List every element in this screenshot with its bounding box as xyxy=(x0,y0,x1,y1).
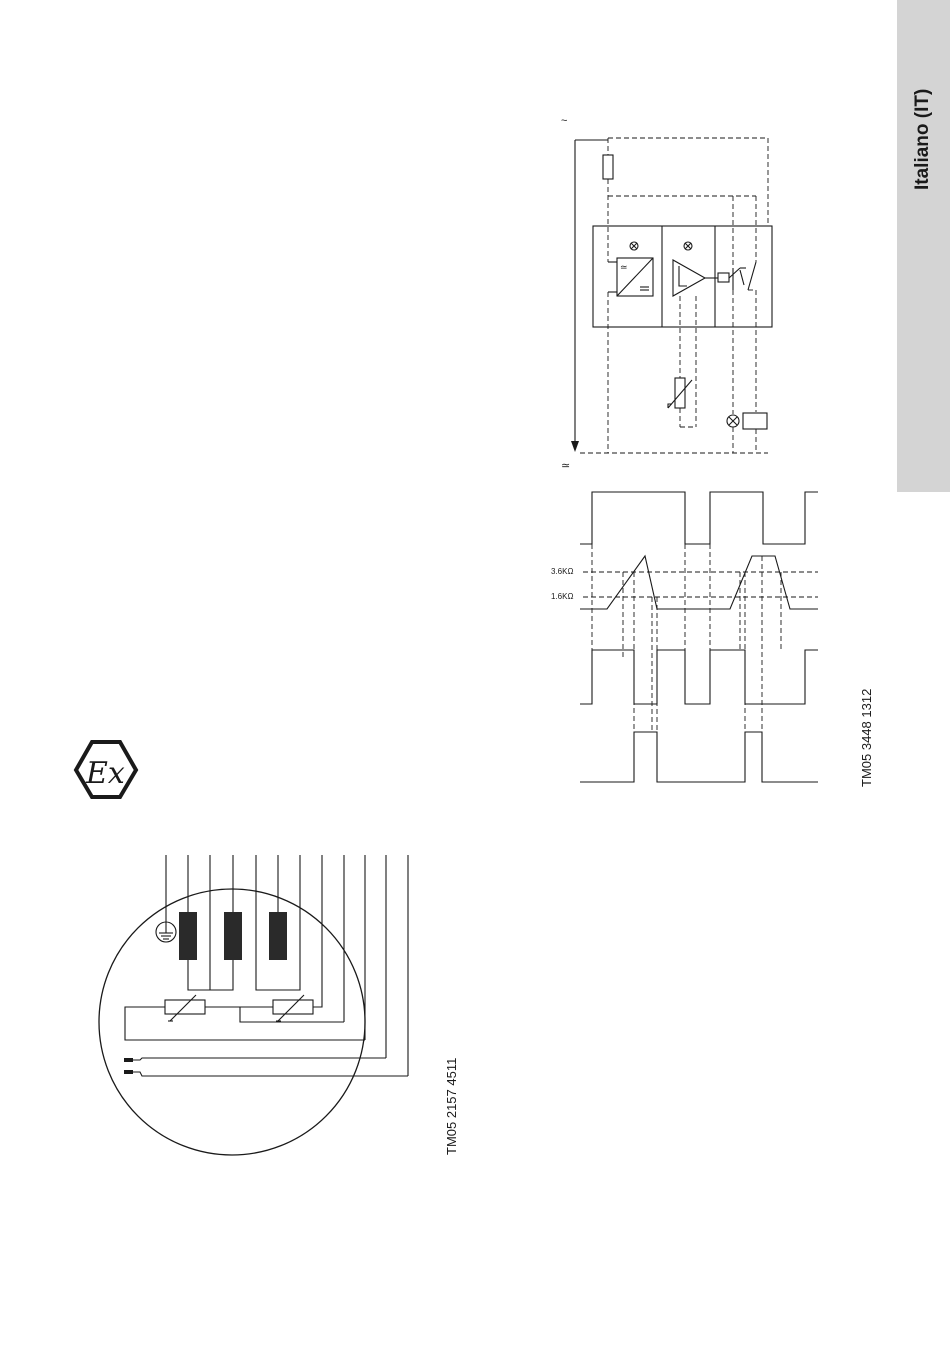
motor-winding-2 xyxy=(224,912,242,960)
motor-winding-1 xyxy=(179,912,197,960)
sensor-lead-terminals xyxy=(124,1058,408,1076)
motor-winding-3 xyxy=(269,912,287,960)
winding-link-2 xyxy=(256,960,300,990)
waveform-supply xyxy=(580,492,818,544)
waveform-lamp xyxy=(580,732,818,782)
relay-contact-icon xyxy=(729,196,756,290)
relay-module-box xyxy=(593,226,772,327)
svg-text:≃: ≃ xyxy=(620,262,628,272)
trip-indicator-icon xyxy=(684,242,692,250)
acdc-supply-symbol: ≃ xyxy=(561,460,570,472)
thermistor-1-icon xyxy=(165,995,205,1021)
power-indicator-icon xyxy=(630,242,638,250)
thermistor-circuit-left xyxy=(125,1007,365,1040)
thermistor-sensor-icon xyxy=(668,378,692,408)
relay-coil-icon xyxy=(718,273,729,282)
supply-arrow-head xyxy=(571,441,579,452)
thermistor-2-icon xyxy=(273,995,313,1021)
fuse-symbol xyxy=(603,155,613,179)
acdc-converter-icon: ≃ xyxy=(617,258,653,296)
motor-wiring-diagram xyxy=(99,855,408,1155)
external-leads xyxy=(166,855,408,1076)
ex-hexagon-icon: Ex xyxy=(76,742,136,797)
relay-circuit-diagram: ~ ≃ ≃ xyxy=(561,115,772,472)
ex-logo-text: Ex xyxy=(85,756,125,791)
lamp-icon xyxy=(727,415,739,427)
waveform-resistance xyxy=(580,556,818,609)
thermistor-circuit-right xyxy=(313,1005,322,1007)
load-relay-icon xyxy=(743,413,767,429)
amplifier-icon xyxy=(673,260,705,296)
threshold-low-label: 1.6KΩ xyxy=(551,592,573,601)
threshold-high-label: 3.6KΩ xyxy=(551,567,573,576)
ac-supply-symbol: ~ xyxy=(561,115,567,127)
timing-diagram: 3.6KΩ 1.6KΩ xyxy=(551,492,818,782)
ground-symbol-icon xyxy=(156,922,176,942)
waveform-relay xyxy=(580,650,818,704)
